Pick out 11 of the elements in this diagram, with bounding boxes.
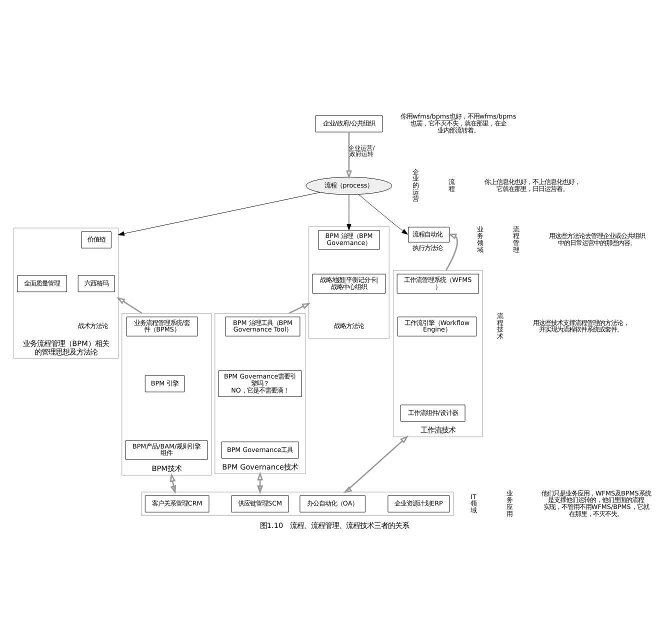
arrow [257,471,264,494]
arrow [358,194,408,234]
arrow [346,132,352,179]
arrow [118,192,320,236]
arrow [445,233,458,270]
arrow [288,302,311,314]
arrow [346,194,352,230]
cluster [308,226,390,338]
arrow [343,434,408,493]
arrow [116,296,142,314]
cluster [141,491,454,516]
